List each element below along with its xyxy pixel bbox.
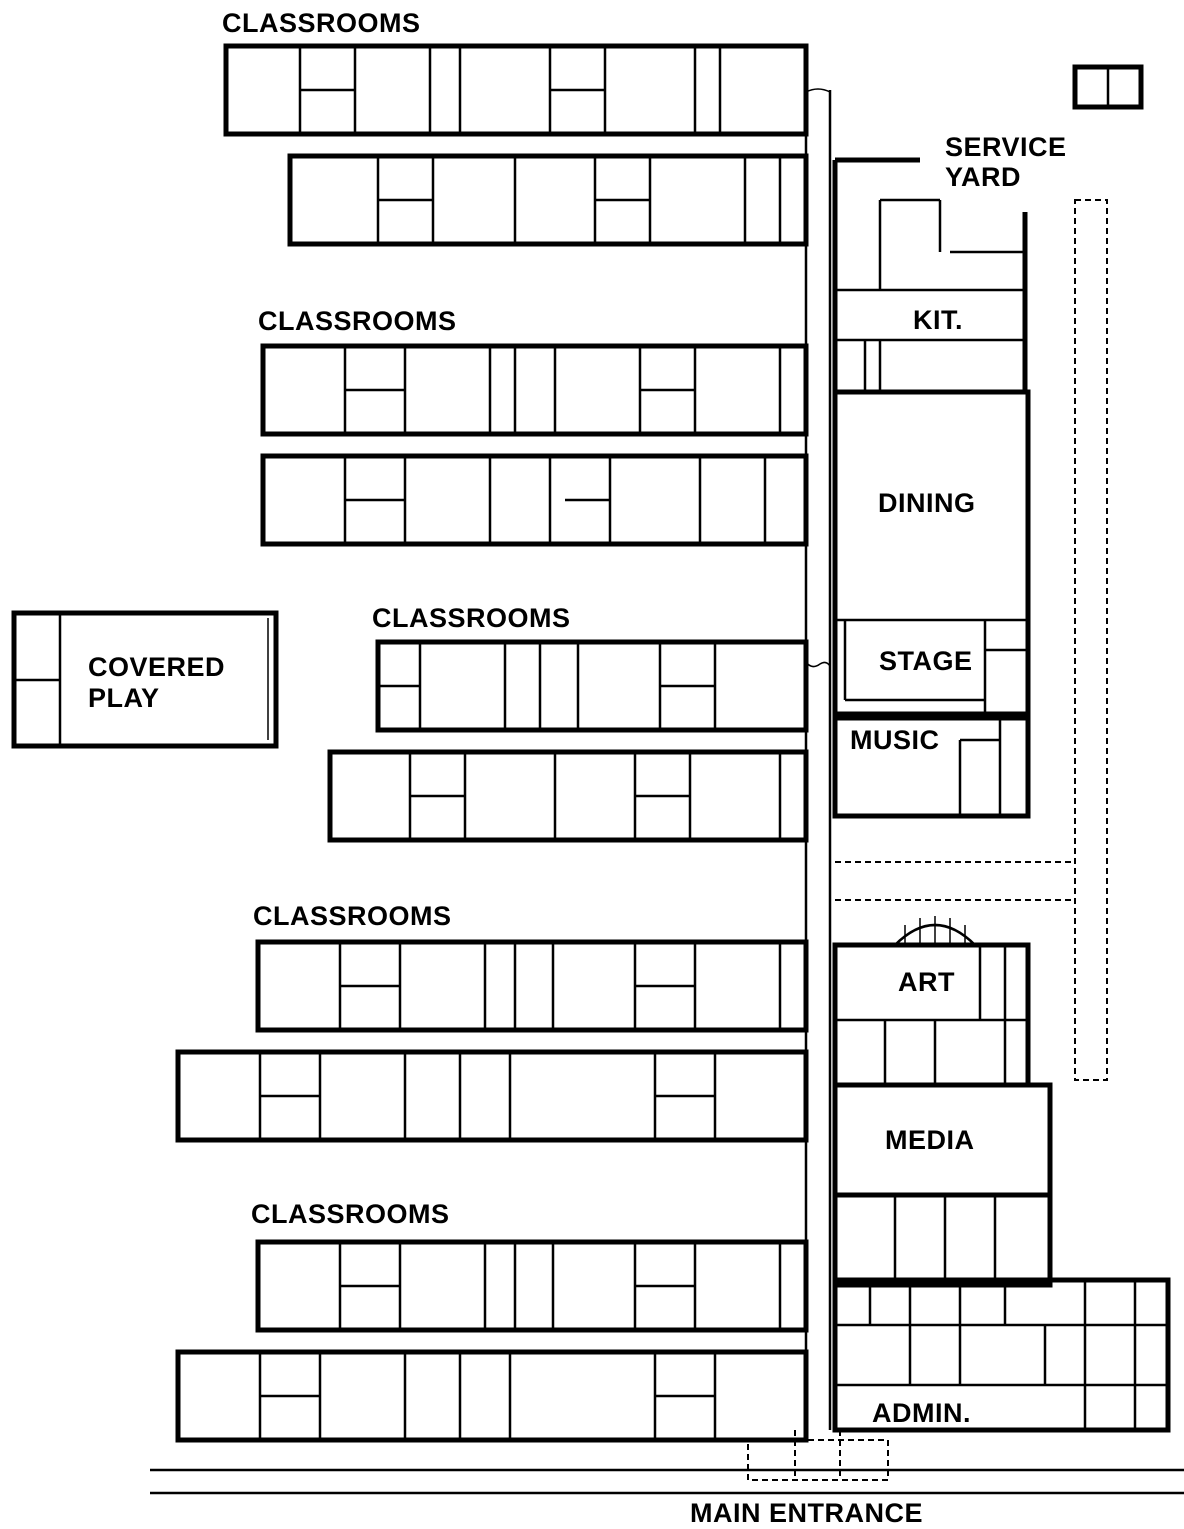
label-classrooms-3: CLASSROOMS [372,603,571,633]
label-yard: YARD [945,162,1022,192]
art-block [832,916,1031,1088]
media-block [832,1082,1053,1288]
classroom-wing-3 [327,639,809,843]
label-classrooms-5: CLASSROOMS [251,1199,450,1229]
label-classrooms-1: CLASSROOMS [222,8,421,38]
label-media: MEDIA [885,1125,975,1155]
label-classrooms-4: CLASSROOMS [253,901,452,931]
kitchen-block [832,157,1028,395]
label-kitchen: KIT. [913,305,964,335]
label-service: SERVICE [945,132,1067,162]
covered-play-block [11,610,279,749]
classroom-wing-2 [260,343,809,547]
label-dining: DINING [878,488,976,518]
label-music: MUSIC [850,725,940,755]
admin-block [832,1277,1171,1433]
main-entrance-road [150,1430,1184,1495]
label-admin: ADMIN. [872,1398,971,1428]
label-classrooms-2: CLASSROOMS [258,306,457,336]
music-block [832,715,1031,819]
covered-walkway [835,199,1108,1081]
classroom-wing-1 [223,43,809,247]
label-stage: STAGE [879,646,973,676]
label-art: ART [898,967,955,997]
label-play: PLAY [88,683,160,713]
classroom-wing-4 [175,939,809,1143]
dining-block [832,389,1031,717]
main-corridor [804,88,832,1440]
label-main-entrance: MAIN ENTRANCE [690,1498,923,1528]
classroom-wing-5 [175,1239,809,1443]
label-covered: COVERED [88,652,226,682]
